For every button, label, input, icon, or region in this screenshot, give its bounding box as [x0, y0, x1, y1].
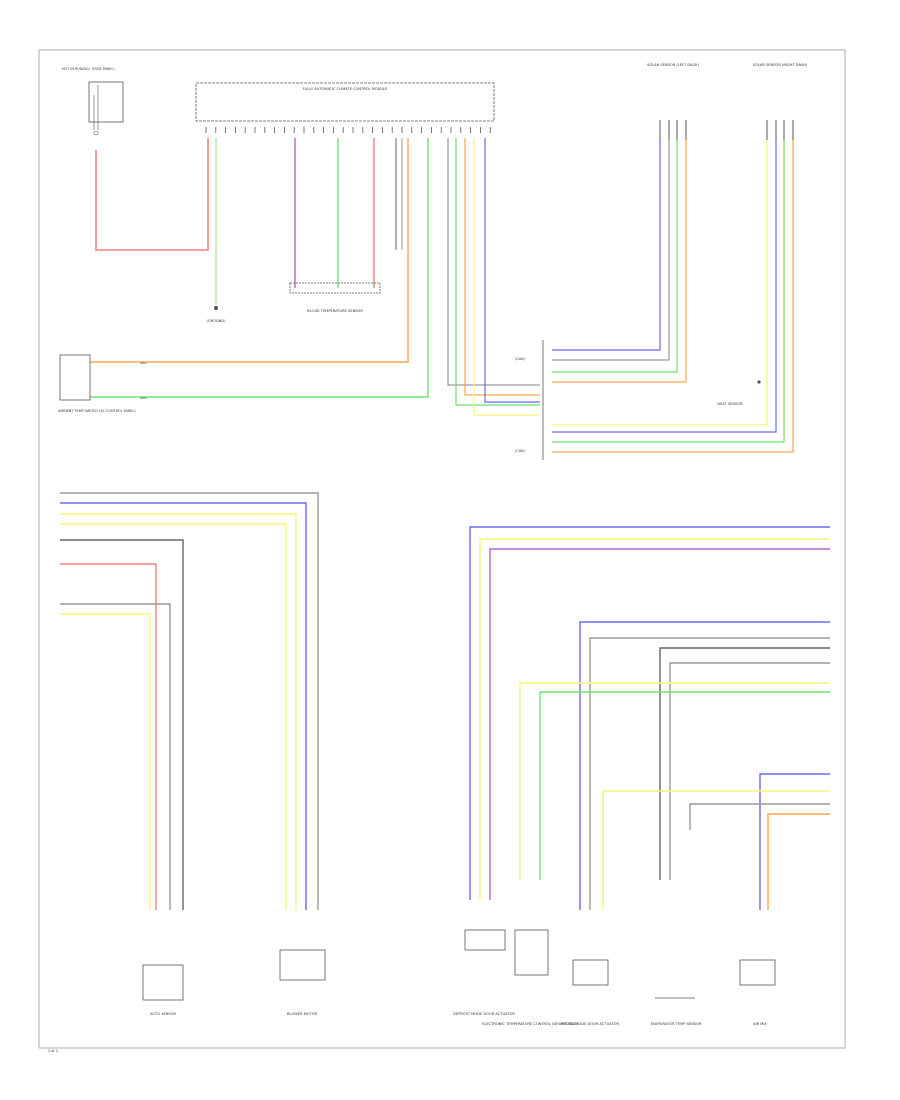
evap-sensor: EVAPORATOR TEMP SENSOR — [651, 997, 702, 1026]
wire-run — [60, 613, 151, 910]
wire-blue-can — [484, 138, 540, 403]
bottom-7-label: AIR MIX — [753, 1022, 767, 1026]
module-title: FULLY AUTOMATIC CLIMATE CONTROL MODULE — [303, 87, 388, 91]
wire-run — [60, 513, 297, 910]
wire-run — [767, 813, 830, 910]
wire-green-switch — [90, 138, 429, 398]
wire-red-power — [95, 138, 209, 251]
wire-orange-switch — [90, 138, 409, 363]
recirc-actuator: RECIRC MODE DOOR ACTUATOR — [561, 959, 619, 1026]
diagram-frame — [38, 49, 846, 1049]
wire-run — [60, 563, 157, 910]
wire-gray-can — [447, 138, 540, 386]
wire-yellow-can — [473, 138, 540, 416]
hot-fuse-label: HOT IN RUN/ACC (FUSE PANEL) — [62, 67, 115, 71]
right-note-label: HEAT SENSOR — [717, 402, 743, 406]
top-right-2-label: SOLAR SENSOR (RIGHT DASH) — [753, 63, 808, 67]
climate-module: FULLY AUTOMATIC CLIMATE CONTROL MODULE — [195, 82, 495, 133]
auto-sensor: AUTO SENSOR — [142, 964, 184, 1016]
wire-green-can — [455, 138, 540, 406]
wire-run — [539, 691, 830, 880]
can-connector-upper: (CAN) — [515, 340, 544, 420]
wire-run — [579, 621, 830, 910]
bottom-1-label: DEFROST MODE DOOR ACTUATOR — [453, 1012, 515, 1016]
conn-upper-label: (CAN) — [515, 357, 526, 361]
wire-run — [489, 548, 830, 900]
bottom-5-label: BLOWER MOTOR — [287, 1012, 318, 1016]
bottom-2-label: RECIRC MODE DOOR ACTUATOR — [561, 1022, 619, 1026]
wire-run — [60, 502, 307, 910]
top-right-1-label: SOLAR SENSOR (LEFT DASH) — [647, 63, 699, 67]
hot-fuse-block: HOT IN RUN/ACC (FUSE PANEL) — [62, 67, 124, 136]
wire-run — [659, 647, 830, 880]
blower-motor: BLOWER MOTOR — [279, 949, 326, 1016]
wire-run — [60, 603, 171, 910]
wire-run — [469, 526, 830, 900]
wire-run — [589, 637, 830, 910]
wire-run — [689, 803, 830, 830]
air-mix: AIR MIX — [739, 959, 776, 1026]
wire-run — [759, 773, 830, 910]
wire-orange-can — [464, 138, 540, 396]
orange-wire-tag: ORG — [140, 361, 147, 365]
wire-run — [479, 538, 830, 900]
defrost-actuator: DEFROST MODE DOOR ACTUATOR — [453, 929, 515, 1016]
bottom-3-label: AUTO SENSOR — [150, 1012, 177, 1016]
green-wire-tag: GRN — [140, 396, 147, 400]
sensor-mid-label: IN-CAR TEMPERATURE SENSOR — [307, 309, 363, 313]
page-number: 2 of 3 — [48, 1049, 58, 1053]
left-switch-label: AMBIENT TEMP SWITCH (AC CONTROL PANEL) — [58, 409, 136, 413]
wire-run — [519, 682, 830, 880]
wire-run — [669, 662, 830, 880]
wire-run — [60, 523, 287, 910]
bottom-4-label: ELECTRONIC TEMPERATURE CONTROL (DRIVER S… — [482, 1022, 578, 1026]
bottom-6-label: EVAPORATOR TEMP SENSOR — [651, 1022, 702, 1026]
solar-sensor-right: SOLAR SENSOR (RIGHT DASH) — [753, 63, 808, 67]
temp-control: ELECTRONIC TEMPERATURE CONTROL (DRIVER S… — [482, 929, 579, 1026]
wire-run — [60, 539, 184, 910]
conn-lower-label: (CAN) — [515, 449, 526, 453]
wire-run — [602, 790, 830, 910]
module-ground-label: (GROUND) — [206, 319, 226, 323]
wire-run — [60, 492, 319, 910]
solar-sensor-left: SOLAR SENSOR (LEFT DASH) — [647, 63, 699, 67]
can-connector-lower: (CAN) — [515, 420, 544, 460]
ambient-switch: AMBIENT TEMP SWITCH (AC CONTROL PANEL) O… — [58, 354, 147, 413]
